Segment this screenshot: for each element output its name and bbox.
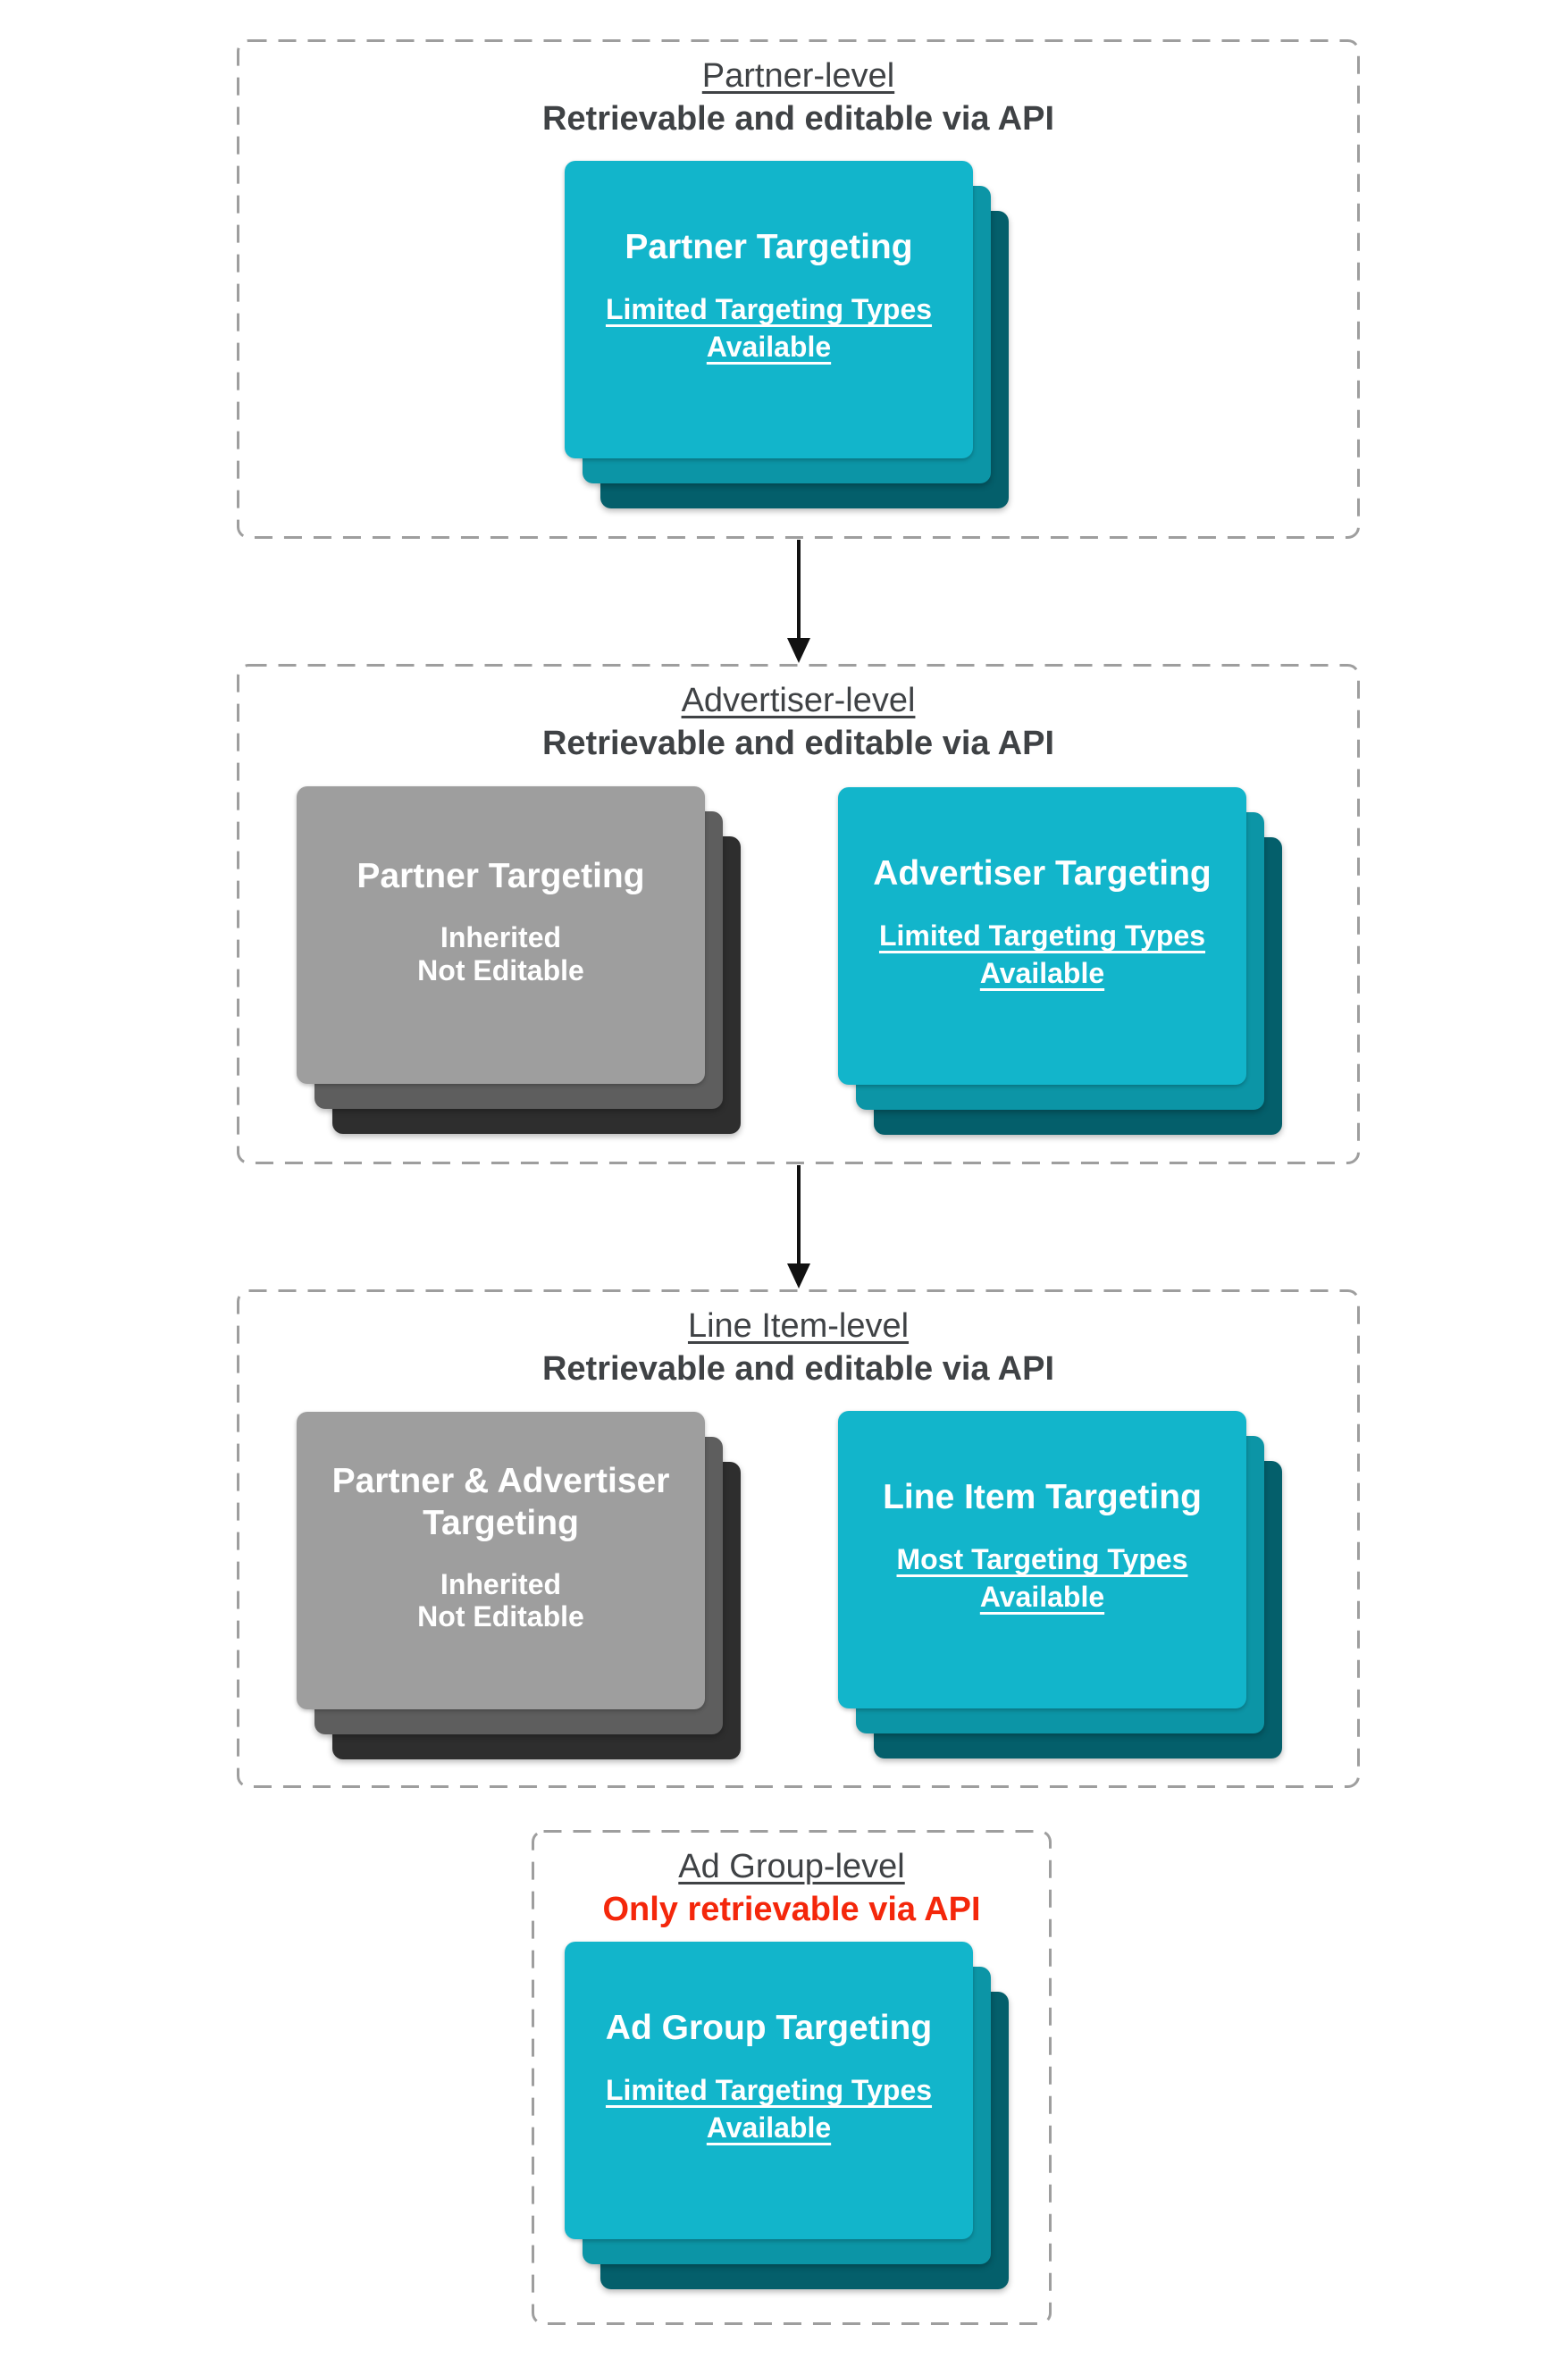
card-subtitle-line: Inherited	[440, 1567, 562, 1600]
card-subtitle-line: Most Targeting Types	[896, 1543, 1188, 1576]
arrow-shaft	[797, 540, 801, 640]
card-ad-group-targeting: Ad Group Targeting Limited Targeting Typ…	[565, 1942, 1009, 2289]
card-subtitle-line: Available	[979, 1580, 1105, 1613]
card-title: Line Item Targeting	[883, 1477, 1202, 1516]
card-subtitle-line: Available	[706, 330, 832, 363]
card-partner-targeting: Partner Targeting Limited Targeting Type…	[565, 161, 1009, 508]
card-subtitle-line: Available	[706, 2111, 832, 2144]
arrow-head	[787, 1263, 810, 1288]
section-line-item-level: Line Item-level Retrievable and editable…	[237, 1289, 1360, 1788]
card-title: Partner Targeting	[356, 857, 645, 896]
card-advertiser-targeting: Advertiser Targeting Limited Targeting T…	[838, 787, 1282, 1135]
card-title: Advertiser Targeting	[873, 853, 1212, 893]
card-line-item-targeting: Line Item Targeting Most Targeting Types…	[838, 1411, 1282, 1758]
section-title: Partner-level	[701, 57, 895, 95]
section-header: Line Item-level Retrievable and editable…	[237, 1289, 1360, 1390]
flow-arrow-down-icon	[787, 1165, 810, 1289]
card-subtitle-line: Available	[979, 956, 1105, 989]
section-subtitle: Retrievable and editable via API	[541, 99, 1055, 138]
card-subtitle: Inherited Not Editable	[417, 921, 584, 987]
card-subtitle: Inherited Not Editable	[417, 1568, 584, 1634]
section-subtitle: Only retrievable via API	[602, 1890, 981, 1928]
card-subtitle-line: Limited Targeting Types	[878, 919, 1206, 953]
flow-arrow-down-icon	[787, 540, 810, 664]
section-header: Ad Group-level Only retrievable via API	[532, 1830, 1052, 1931]
card-subtitle-line: Not Editable	[417, 1600, 584, 1633]
card-subtitle: Limited Targeting Types Available	[606, 291, 932, 365]
section-subtitle: Retrievable and editable via API	[541, 1349, 1055, 1388]
card-title: Ad Group Targeting	[605, 2008, 933, 2047]
section-header: Advertiser-level Retrievable and editabl…	[237, 664, 1360, 765]
card-subtitle: Limited Targeting Types Available	[879, 918, 1205, 992]
card-title: Partner Targeting	[625, 227, 913, 266]
section-header: Partner-level Retrievable and editable v…	[237, 39, 1360, 140]
card-face: Advertiser Targeting Limited Targeting T…	[838, 787, 1246, 1085]
card-face: Line Item Targeting Most Targeting Types…	[838, 1411, 1246, 1708]
arrow-head	[787, 638, 810, 663]
card-title: Partner & Advertiser Targeting	[331, 1461, 670, 1542]
arrow-shaft	[797, 1165, 801, 1265]
card-subtitle-line: Not Editable	[417, 953, 584, 986]
card-subtitle-line: Limited Targeting Types	[605, 2074, 933, 2107]
card-inherited-partner-targeting: Partner Targeting Inherited Not Editable	[297, 786, 741, 1134]
section-title: Advertiser-level	[681, 682, 916, 719]
card-subtitle-line: Inherited	[440, 921, 562, 954]
section-subtitle: Retrievable and editable via API	[541, 724, 1055, 762]
card-subtitle-line: Limited Targeting Types	[605, 293, 933, 326]
section-advertiser-level: Advertiser-level Retrievable and editabl…	[237, 664, 1360, 1164]
card-face: Partner & Advertiser Targeting Inherited…	[297, 1412, 705, 1709]
section-ad-group-level: Ad Group-level Only retrievable via API …	[532, 1830, 1052, 2325]
section-title: Ad Group-level	[678, 1848, 905, 1885]
card-face: Partner Targeting Limited Targeting Type…	[565, 161, 973, 458]
card-subtitle: Most Targeting Types Available	[897, 1541, 1188, 1616]
card-face: Partner Targeting Inherited Not Editable	[297, 786, 705, 1084]
card-subtitle: Limited Targeting Types Available	[606, 2072, 932, 2146]
card-inherited-partner-advertiser-targeting: Partner & Advertiser Targeting Inherited…	[297, 1412, 741, 1759]
section-title: Line Item-level	[687, 1307, 910, 1345]
section-partner-level: Partner-level Retrievable and editable v…	[237, 39, 1360, 539]
card-face: Ad Group Targeting Limited Targeting Typ…	[565, 1942, 973, 2239]
